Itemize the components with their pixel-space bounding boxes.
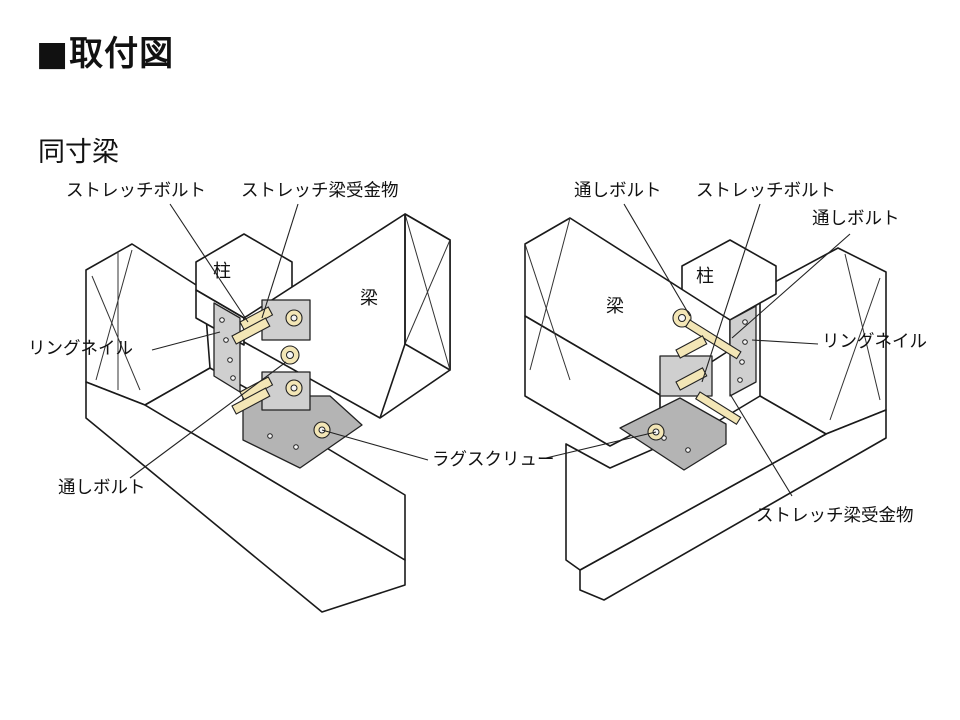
left-assembly	[85, 213, 451, 613]
left-through-bolt-label: 通しボルト	[58, 478, 146, 498]
right-beam-label: 梁	[606, 296, 624, 317]
right-stretch-hanger-label: ストレッチ梁受金物	[756, 506, 914, 526]
right-girder	[565, 247, 887, 601]
lag-screw-label: ラグスクリュー	[432, 450, 555, 470]
right-through-bolt-label: 通しボルト	[812, 209, 900, 229]
left-column	[195, 233, 293, 346]
right-assembly	[524, 217, 887, 601]
left-column-label: 柱	[213, 261, 231, 282]
left-stretch-hanger-label: ストレッチ梁受金物	[241, 181, 399, 201]
leader-lines	[129, 203, 851, 497]
right-ring-nail-label: リングネイル	[822, 332, 927, 352]
left-girder	[85, 243, 406, 613]
right-hanger-bracket	[619, 305, 757, 471]
left-beam-label: 梁	[360, 288, 378, 309]
left-stretch-bolt-label: ストレッチボルト	[66, 181, 206, 201]
left-ring-nail-label: リングネイル	[28, 339, 133, 359]
right-column-label: 柱	[696, 266, 714, 287]
page-title: ■取付図	[36, 34, 175, 74]
left-bolts	[231, 306, 331, 439]
right-bolts	[647, 308, 742, 441]
left-beam	[243, 213, 451, 419]
section-subtitle: 同寸梁	[38, 137, 119, 168]
right-through-bolt-top-label: 通しボルト	[574, 181, 662, 201]
right-stretch-bolt-label: ストレッチボルト	[696, 181, 836, 201]
